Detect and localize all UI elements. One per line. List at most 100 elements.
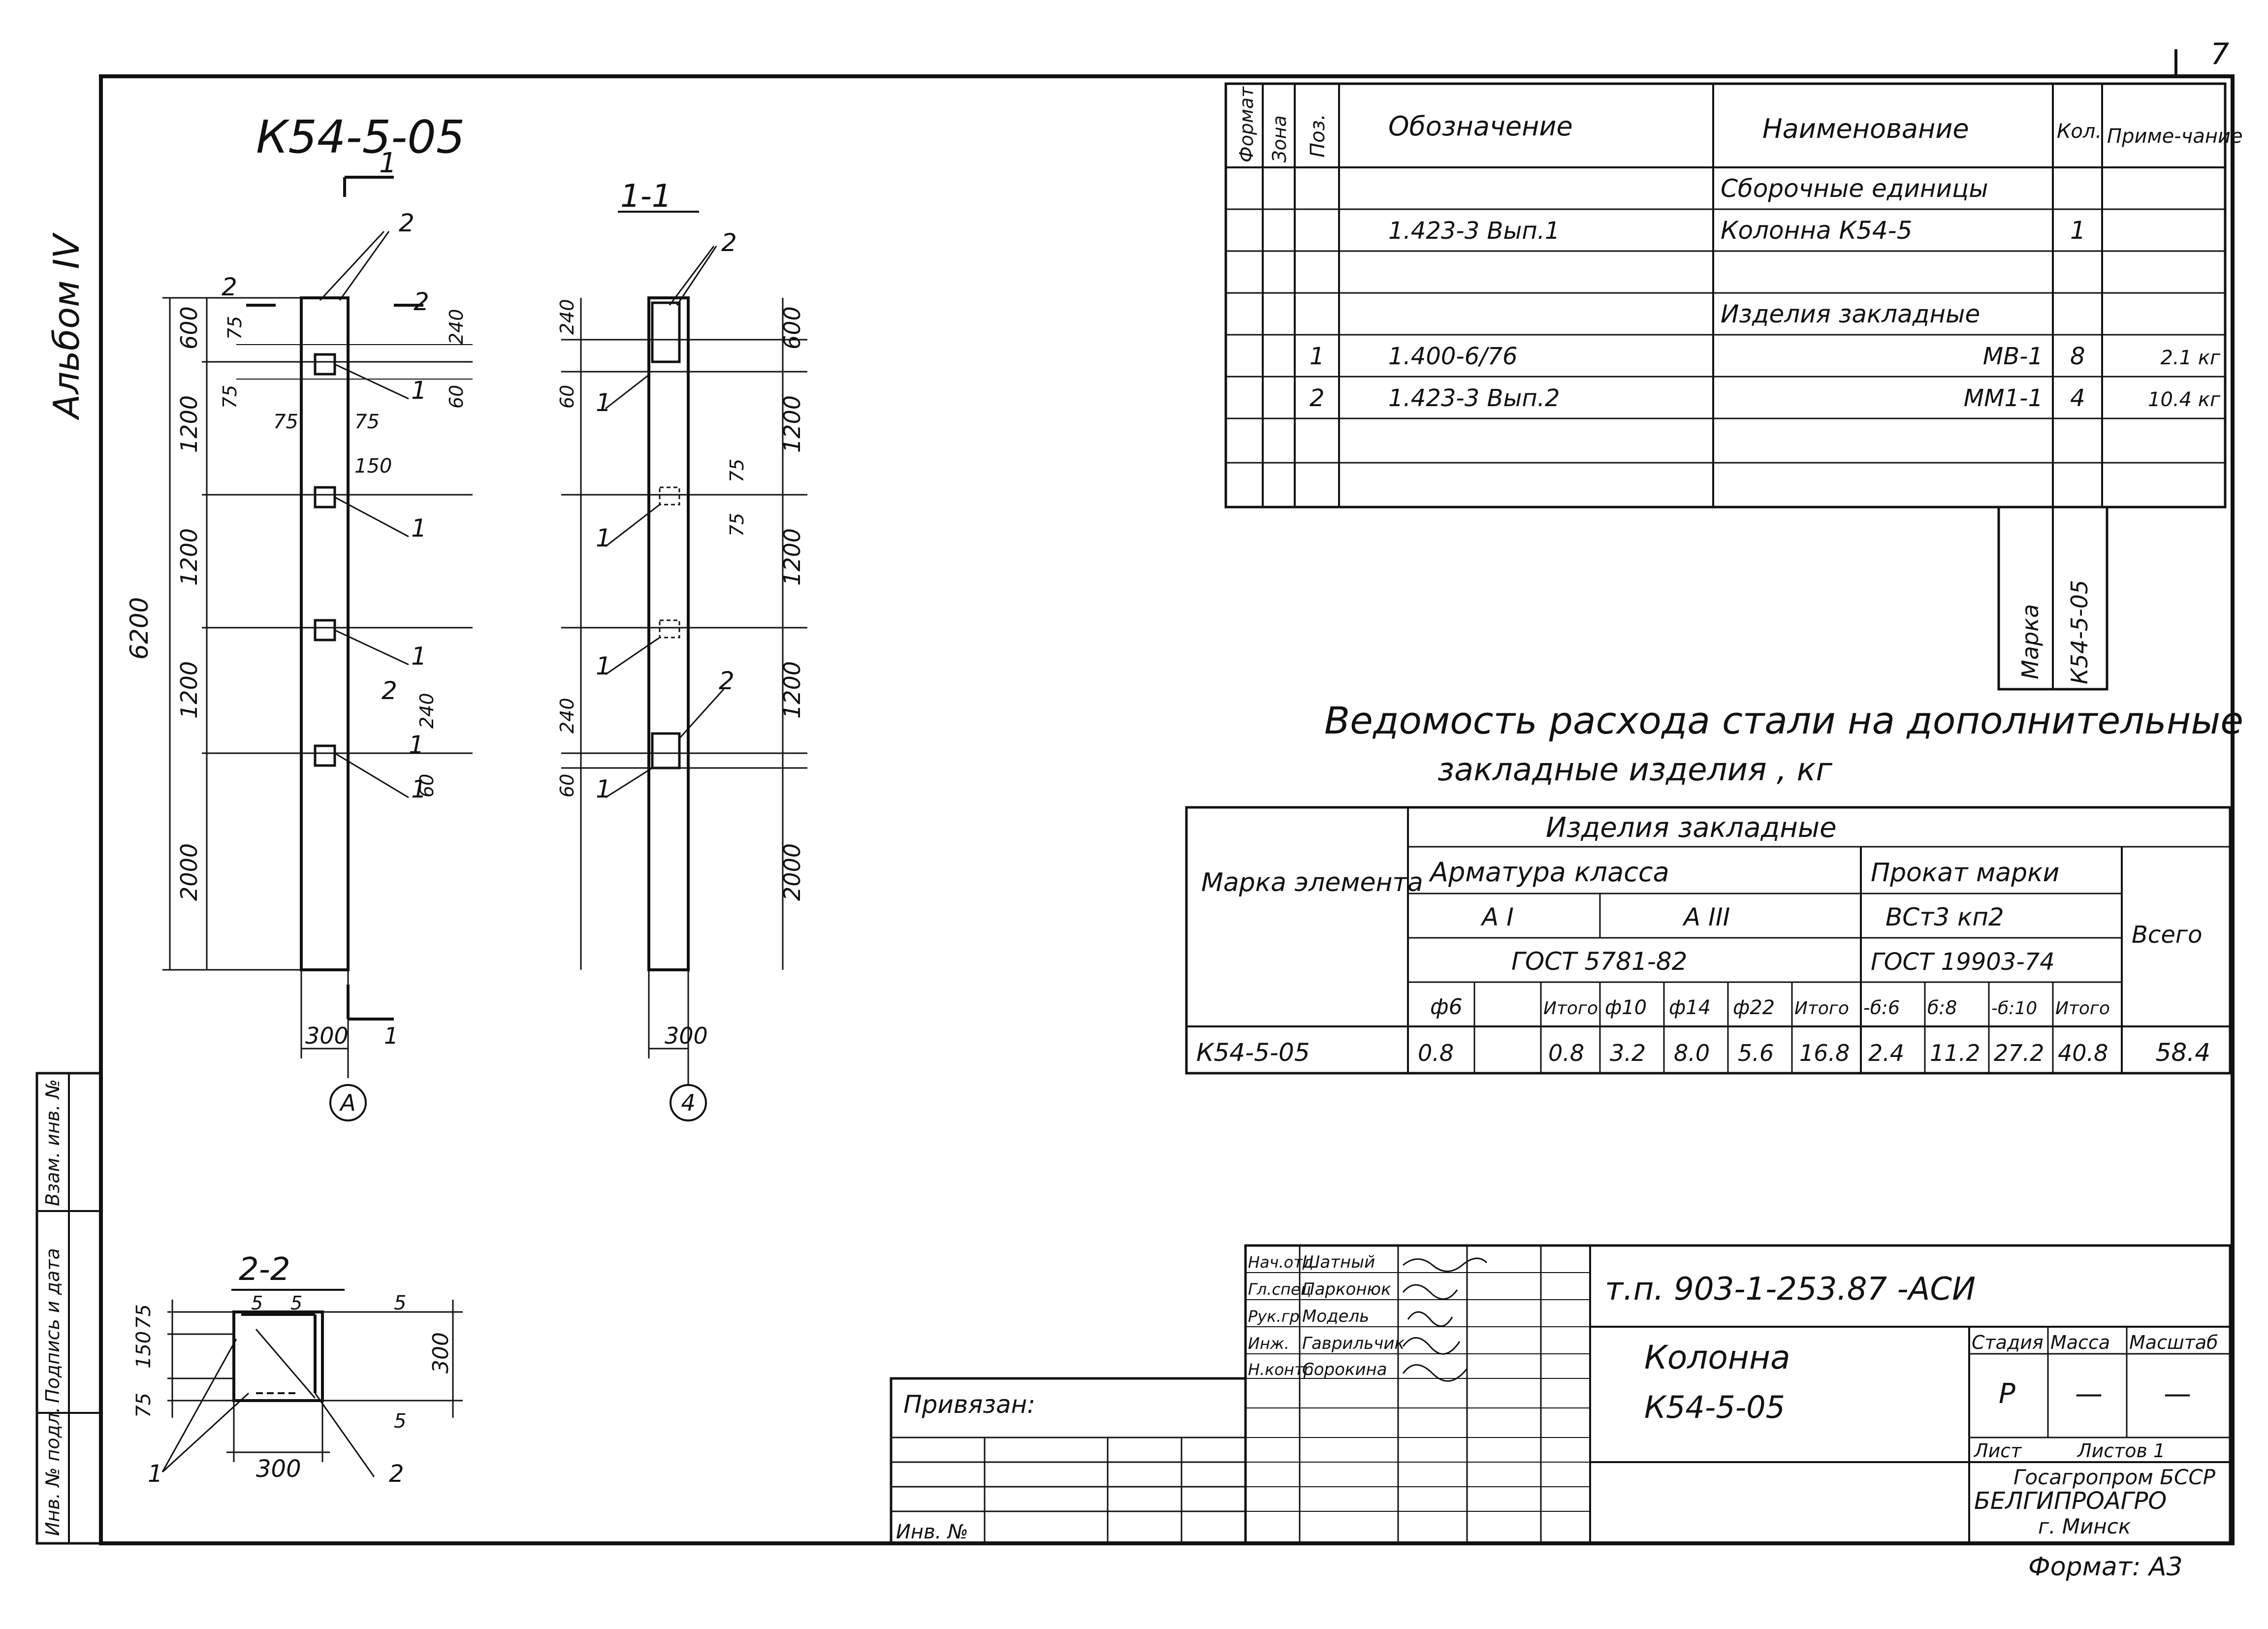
signature-marks [1402, 1257, 1488, 1382]
tb-element-mark: К54-5-05 [1644, 1389, 1785, 1425]
tb-org-2: БЕЛГИПРОАГРО [1974, 1487, 2167, 1515]
tb-sig-role-5: Н.контр [1248, 1360, 1313, 1379]
steel-val-11: 40.8 [2058, 1040, 2108, 1066]
tb-sig-role-1: Нач.отд [1248, 1253, 1313, 1272]
s11-dim-4: 1200 [779, 661, 805, 719]
page-number: 7 [2210, 37, 2229, 71]
front-section-mark: 1 [379, 147, 397, 179]
steel-sub-4: ф10 [1605, 996, 1647, 1019]
spec-h-pos: Поз. [1307, 114, 1329, 158]
front-axis-label: А [339, 1089, 355, 1116]
steel-table [1185, 806, 2232, 1075]
spec-row6-qty: 4 [2070, 384, 2085, 412]
s11-dim-3: 1200 [779, 528, 805, 586]
tb-sig-role-3: Рук.гр [1248, 1307, 1300, 1326]
spec-h-format: Формат [1236, 86, 1257, 162]
steel-row-marka: К54-5-05 [1196, 1038, 1310, 1067]
spec-h-qty: Кол. [2057, 120, 2102, 143]
steel-prokat: Прокат марки [1871, 858, 2059, 888]
tb-element-name: Колонна [1644, 1339, 1790, 1376]
front-callout-6: 2 [414, 287, 429, 316]
front-small-dim-1: 75 [224, 316, 246, 340]
s22-dim-right-2: 5 [394, 1410, 406, 1433]
steel-total: 58.4 [2156, 1038, 2210, 1067]
steel-armatura: Арматура класса [1429, 857, 1669, 888]
front-overall-height: 6200 [125, 597, 154, 660]
tb-project-code: т.п. 903-1-253.87 -АСИ [1605, 1271, 1976, 1308]
s22-dim-left-1: 75 [132, 1304, 155, 1329]
tb-sig-role-4: Инж. [1248, 1334, 1289, 1353]
tb-org-1: Госагропром БССР [2013, 1465, 2216, 1489]
spec-row4-name: Изделия закладные [1721, 300, 1980, 328]
front-dim-1: 600 [176, 306, 202, 350]
steel-val-1: 0.8 [1418, 1040, 1454, 1066]
section-1-1-view [561, 211, 807, 1121]
front-small-dim-7: 60 [446, 385, 467, 409]
steel-val-7: 16.8 [1799, 1040, 1850, 1066]
s11-callout-2: 1 [596, 388, 611, 417]
steel-sub-1: ф6 [1430, 994, 1463, 1020]
spec-h-oboz: Обозначение [1388, 111, 1573, 142]
s11-dim-5: 2000 [779, 843, 805, 901]
steel-sub-3: Итого [1543, 998, 1598, 1019]
spec-row2-qty: 1 [2070, 216, 2086, 245]
spec-row6-oboz: 1.423-3 Вып.2 [1388, 384, 1560, 412]
section-1-1-title: 1-1 [620, 178, 672, 215]
front-callout-8: 1 [409, 731, 424, 759]
stamp-vzam-inv: Взам. инв. № [42, 1079, 64, 1206]
stamp-inv-podl: Инв. № подл. [42, 1407, 64, 1536]
steel-sub-7: Итого [1794, 998, 1849, 1019]
section-2-2-view [161, 1289, 463, 1477]
steel-vsego: Всего [2132, 921, 2202, 949]
front-small-dim-2: 75 [219, 385, 241, 409]
album-label: Альбом IV [46, 232, 87, 420]
spec-row5-pos: 1 [1310, 343, 1325, 370]
front-small-dim-9: 60 [416, 774, 438, 798]
front-callout-1: 2 [399, 209, 415, 237]
steel-val-8: 2.4 [1868, 1040, 1904, 1066]
spec-h-zone: Зона [1269, 115, 1290, 162]
spec-row6-pos: 2 [1310, 384, 1325, 412]
front-dim-4: 1200 [176, 661, 202, 719]
s11-small-dim-5: 240 [556, 698, 578, 734]
front-callout-3: 1 [411, 514, 427, 543]
steel-class-a1: А I [1480, 903, 1514, 931]
front-cut-mark: 2 [222, 273, 237, 301]
s11-dim-1: 600 [779, 306, 805, 350]
s11-callout-5: 2 [719, 667, 735, 695]
tb-sig-name-1: Шатный [1302, 1252, 1375, 1272]
spec-table [1224, 82, 2227, 691]
s11-callout-3: 1 [596, 524, 611, 552]
steel-val-4: 3.2 [1610, 1040, 1646, 1066]
s11-callout-6: 1 [596, 775, 611, 803]
steel-col-marka: Марка элемента [1201, 868, 1423, 897]
front-dim-2: 1200 [176, 395, 202, 453]
tb-scale-label: Масштаб [2129, 1332, 2218, 1353]
spec-row2-name: Колонна К54-5 [1721, 216, 1913, 245]
steel-val-3: 0.8 [1548, 1040, 1584, 1066]
steel-class-a3: А III [1682, 903, 1730, 931]
s22-height: 300 [428, 1332, 453, 1373]
tb-mass: — [2075, 1378, 2103, 1410]
s22-dim-right-1: 5 [394, 1292, 406, 1314]
tb-privyazan: Привязан: [903, 1390, 1035, 1419]
s22-width: 300 [256, 1455, 301, 1483]
tb-sig-name-5: Сорокина [1302, 1360, 1387, 1379]
tb-org-3: г. Минск [2038, 1514, 2131, 1538]
steel-sub-5: ф14 [1669, 996, 1711, 1019]
stamp-podpis-data: Подпись и дата [42, 1248, 64, 1403]
s11-small-dim-6: 60 [556, 774, 578, 798]
sheet-format: Формат: А3 [2028, 1552, 2183, 1582]
tb-inv-no: Инв. № [896, 1521, 968, 1543]
spec-row5-note: 2.1 кг [2160, 347, 2220, 369]
spec-row5-oboz: 1.400-6/76 [1388, 343, 1518, 370]
steel-val-10: 27.2 [1994, 1040, 2044, 1066]
spec-row2-oboz: 1.423-3 Вып.1 [1388, 217, 1560, 245]
s11-callout-4: 1 [596, 652, 611, 680]
spec-row5-qty: 8 [2070, 343, 2085, 370]
s22-dim-top-1: 5 [251, 1292, 263, 1314]
spec-h-name: Наименование [1762, 113, 1969, 144]
tb-sig-name-3: Модель [1302, 1307, 1369, 1326]
steel-val-9: 11.2 [1930, 1040, 1980, 1066]
